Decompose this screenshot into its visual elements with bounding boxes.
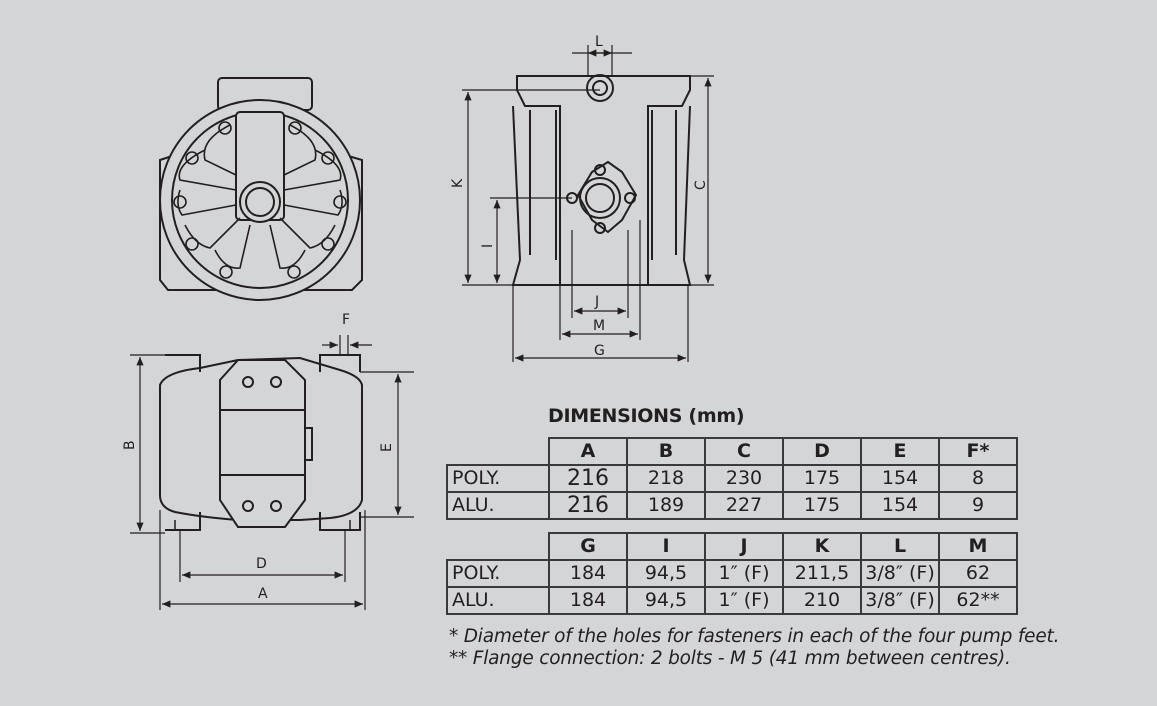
cell: 184 bbox=[548, 559, 628, 588]
table-row: POLY. 216 218 230 175 154 8 bbox=[446, 464, 1018, 493]
cell: 1″ (F) bbox=[704, 559, 784, 588]
cell: 154 bbox=[860, 464, 940, 493]
cell: 154 bbox=[860, 491, 940, 520]
cell: 9 bbox=[938, 491, 1018, 520]
label-I: I bbox=[480, 244, 496, 248]
label-K: K bbox=[450, 178, 466, 188]
dimensions-table-1: A B C D E F* POLY. 216 218 230 175 154 8… bbox=[446, 437, 1018, 520]
cell: 1″ (F) bbox=[704, 586, 784, 615]
cell: 211,5 bbox=[782, 559, 862, 588]
cell: 3/8″ (F) bbox=[860, 586, 940, 615]
label-B: B bbox=[122, 440, 138, 450]
cell: 189 bbox=[626, 491, 706, 520]
cell: 62** bbox=[938, 586, 1018, 615]
dimensions-table-2: G I J K L M POLY. 184 94,5 1″ (F) 211,5 … bbox=[446, 532, 1018, 615]
footnote: ** Flange connection: 2 bolts - M 5 (41 … bbox=[449, 648, 1011, 669]
cell: 94,5 bbox=[626, 586, 706, 615]
cell: 184 bbox=[548, 586, 628, 615]
header-cell: L bbox=[860, 532, 940, 561]
header-cell: M bbox=[938, 532, 1018, 561]
header-cell: E bbox=[860, 437, 940, 466]
cell: 216 bbox=[548, 491, 628, 520]
label-M: M bbox=[593, 318, 605, 334]
header-cell: F* bbox=[938, 437, 1018, 466]
cell: 175 bbox=[782, 491, 862, 520]
row-label: POLY. bbox=[446, 559, 550, 588]
cell: 8 bbox=[938, 464, 1018, 493]
front-view bbox=[159, 77, 363, 301]
cell: 227 bbox=[704, 491, 784, 520]
table-row: ALU. 184 94,5 1″ (F) 210 3/8″ (F) 62** bbox=[446, 586, 1018, 615]
row-label: POLY. bbox=[446, 464, 550, 493]
header-cell: J bbox=[704, 532, 784, 561]
label-E: E bbox=[379, 443, 395, 452]
cell: 3/8″ (F) bbox=[860, 559, 940, 588]
header-cell: C bbox=[704, 437, 784, 466]
dimensions-title: DIMENSIONS (mm) bbox=[548, 405, 745, 427]
table-row: ALU. 216 189 227 175 154 9 bbox=[446, 491, 1018, 520]
footnotes: * Diameter of the holes for fasteners in… bbox=[449, 626, 1059, 670]
header-cell: A bbox=[548, 437, 628, 466]
dimension-labels: L K I C J M G F B E D A bbox=[122, 34, 709, 602]
cell: 210 bbox=[782, 586, 862, 615]
label-L: L bbox=[595, 34, 603, 50]
bottom-view bbox=[159, 354, 363, 531]
label-D: D bbox=[256, 556, 267, 572]
header-row: G I J K L M bbox=[447, 532, 1018, 561]
row-label: ALU. bbox=[446, 586, 550, 615]
dimension-lines bbox=[130, 45, 714, 610]
cell: 94,5 bbox=[626, 559, 706, 588]
label-F: F bbox=[342, 312, 350, 328]
cell: 230 bbox=[704, 464, 784, 493]
table-row: POLY. 184 94,5 1″ (F) 211,5 3/8″ (F) 62 bbox=[446, 559, 1018, 588]
header-cell: K bbox=[782, 532, 862, 561]
row-label: ALU. bbox=[446, 491, 550, 520]
cell: 62 bbox=[938, 559, 1018, 588]
label-C: C bbox=[693, 180, 709, 190]
cell: 218 bbox=[626, 464, 706, 493]
cell: 216 bbox=[548, 464, 628, 493]
header-cell: G bbox=[548, 532, 628, 561]
label-J: J bbox=[594, 294, 599, 310]
cell: 175 bbox=[782, 464, 862, 493]
header-row: A B C D E F* bbox=[447, 437, 1018, 466]
side-view bbox=[511, 74, 692, 286]
header-cell: D bbox=[782, 437, 862, 466]
footnote: * Diameter of the holes for fasteners in… bbox=[449, 626, 1060, 647]
header-cell: B bbox=[626, 437, 706, 466]
header-cell: I bbox=[626, 532, 706, 561]
label-A: A bbox=[258, 586, 268, 602]
label-G: G bbox=[594, 343, 605, 359]
